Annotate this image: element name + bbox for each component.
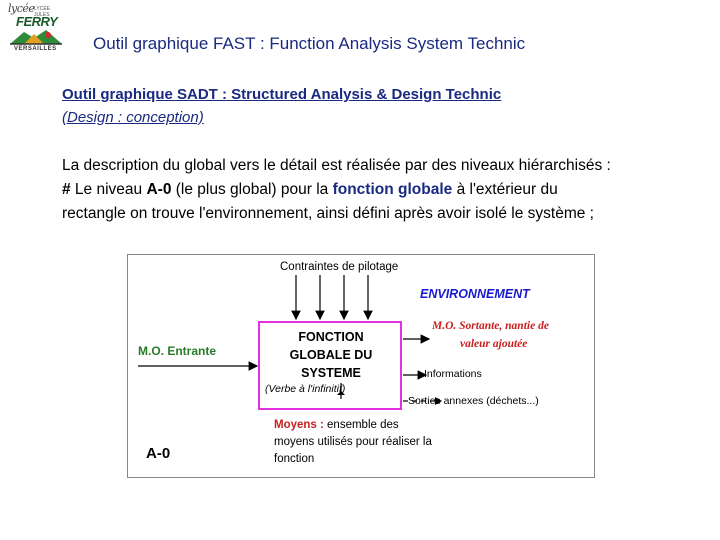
means-bold-label: Moyens : <box>274 419 324 431</box>
function-box <box>258 321 402 410</box>
function-box-line-2: GLOBALE DU <box>289 348 373 362</box>
input-label: M.O. Entrante <box>138 344 217 358</box>
paragraph-text: (le plus global) pour la <box>171 181 333 198</box>
means-line-2: moyens utilisés pour réaliser la <box>274 436 432 448</box>
logo-city: VERSAILLES <box>14 46 57 52</box>
output-waste: Sorties annexes (déchets...) <box>408 395 539 407</box>
level-label: A-0 <box>146 445 171 462</box>
environment-label: ENVIRONNEMENT <box>420 287 530 301</box>
paragraph-text: à l'extérieur du <box>452 181 558 198</box>
paragraph-line-1: La description du global vers le détail … <box>62 157 611 174</box>
output-main-line-1: M.O. Sortante, nantie de <box>432 320 549 332</box>
means-arrow-head <box>337 391 345 395</box>
output-arrow-3-head <box>435 397 442 405</box>
means-text: ensemble des <box>323 419 399 431</box>
subtitle-design: (Design : conception) <box>62 109 204 126</box>
means-line-1: Moyens : ensemble des <box>274 419 399 431</box>
function-box-line-3: SYSTEME <box>301 366 361 380</box>
output-main-line-2: valeur ajoutée <box>460 338 528 350</box>
page-title: Outil graphique FAST : Function Analysis… <box>93 34 526 53</box>
school-logo: lycée LYCÉE JULES FERRY VERSAILLES <box>4 2 66 58</box>
description-paragraph: La description du global vers le détail … <box>62 154 712 226</box>
sadt-diagram-lines <box>138 275 442 410</box>
controls-label: Contraintes de pilotage <box>280 261 399 273</box>
function-box-verb: (Verbe à l'infinitif) <box>265 383 346 395</box>
paragraph-line-2: # Le niveau A-0 (le plus global) pour la… <box>62 178 712 202</box>
level-a0-text: A-0 <box>146 181 172 198</box>
logo-name: FERRY <box>16 14 58 29</box>
paragraph-line-3: rectangle on trouve l'environnement, ain… <box>62 205 594 222</box>
sadt-diagram: Contraintes de pilotage ENVIRONNEMENT M.… <box>127 254 595 478</box>
hash-marker: # <box>62 181 71 198</box>
logo-emblem-icon <box>10 30 62 45</box>
subtitle-sadt: Outil graphique SADT : Structured Analys… <box>62 86 502 103</box>
function-box-line-1: FONCTION <box>298 330 364 344</box>
means-line-3: fonction <box>274 453 315 465</box>
paragraph-text: Le niveau <box>70 181 147 198</box>
output-information: Informations <box>424 368 482 380</box>
logo-script-text: lycée <box>8 2 35 15</box>
global-function-highlight: fonction globale <box>332 181 453 198</box>
logo-lycee-text: LYCÉE JULES <box>34 6 51 18</box>
